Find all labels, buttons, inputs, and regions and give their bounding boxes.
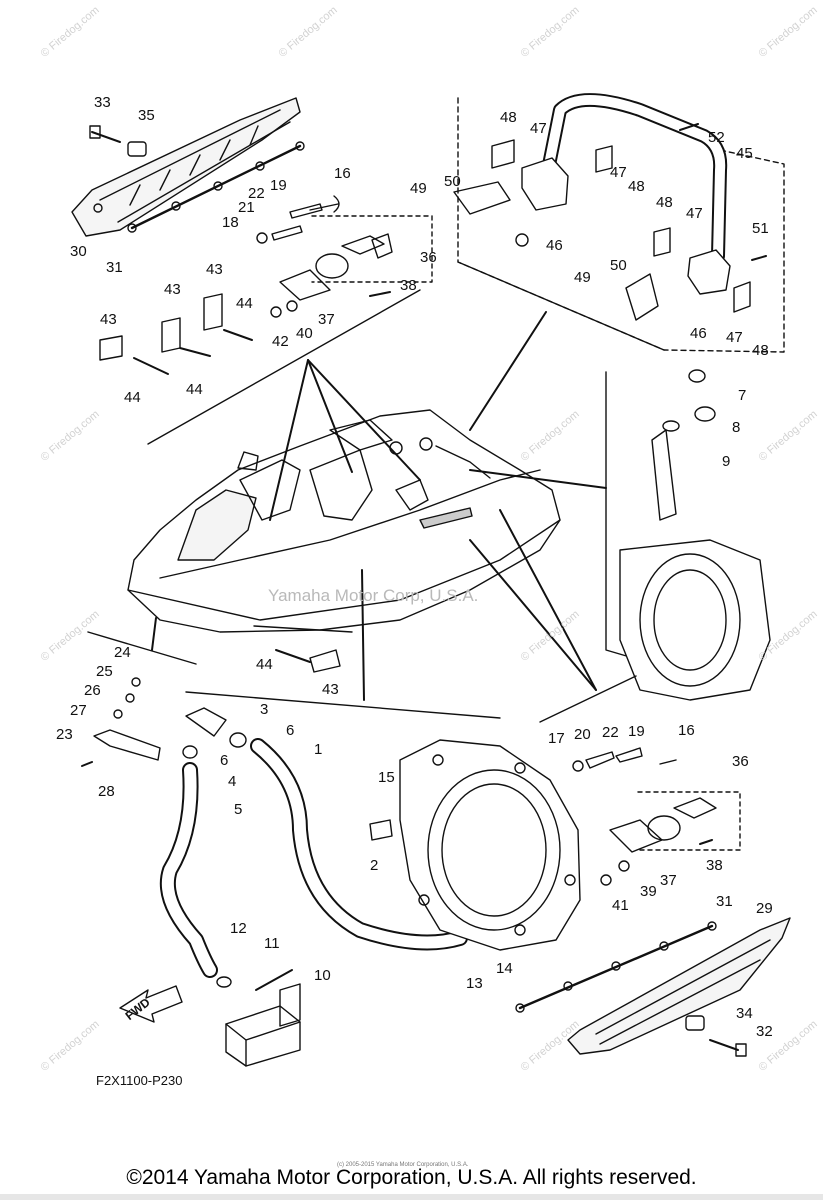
- callout-label: 50: [610, 257, 627, 274]
- callout-label: 1: [314, 741, 323, 758]
- callout-label: 38: [706, 857, 723, 874]
- callout-label: 7: [738, 387, 747, 404]
- callout-label: 6: [220, 752, 229, 769]
- callout-label: 36: [420, 249, 437, 266]
- callout-label: 3: [260, 701, 269, 718]
- bracket-23-28: [81, 677, 161, 767]
- callout-label: 49: [574, 269, 591, 286]
- watermark-center: Yamaha Motor Corp, U.S.A.: [268, 586, 479, 605]
- callout-label: 22: [602, 724, 619, 741]
- filter-box: [216, 969, 301, 1067]
- callout-label: 46: [546, 237, 563, 254]
- tiny-copyright: (c) 2005-2015 Yamaha Motor Corporation, …: [337, 1162, 469, 1168]
- callout-label: 45: [736, 145, 753, 162]
- callout-label: 19: [628, 723, 645, 740]
- callout-label: 20: [574, 726, 591, 743]
- callout-label: 19: [270, 177, 287, 194]
- callout-label: 37: [660, 872, 677, 889]
- callout-label: 44: [236, 295, 253, 312]
- callout-label: 10: [314, 967, 331, 984]
- callout-label: 29: [756, 900, 773, 917]
- callout-label: 33: [94, 94, 111, 111]
- callout-label: 42: [272, 333, 289, 350]
- callout-label: 48: [656, 194, 673, 211]
- callout-label: 37: [318, 311, 335, 328]
- mirror-mount-upper: [256, 195, 433, 318]
- callout-label: 48: [752, 342, 769, 359]
- callout-label: 11: [264, 935, 280, 952]
- callout-label: 16: [334, 165, 351, 182]
- callout-label: 44: [124, 389, 141, 406]
- callout-label: 49: [410, 180, 427, 197]
- callout-label: 51: [752, 220, 769, 237]
- fwd-arrow: [119, 985, 183, 1023]
- callout-label: 31: [106, 259, 123, 276]
- callout-arrows: [151, 311, 607, 701]
- callout-label: 28: [98, 783, 115, 800]
- callout-label: 36: [732, 753, 749, 770]
- callout-label: 47: [610, 164, 627, 181]
- callout-label: 38: [400, 277, 417, 294]
- group-brackets-mid: [87, 625, 637, 723]
- callout-label: 27: [70, 702, 87, 719]
- deck-rail-upper-left: [71, 97, 305, 237]
- group-bracket-upper-right: [457, 261, 665, 351]
- callout-label: 17: [548, 730, 565, 747]
- callout-label: 46: [690, 325, 707, 342]
- callout-label: 50: [444, 173, 461, 190]
- callout-label: 44: [256, 656, 273, 673]
- copyright-notice: ©2014 Yamaha Motor Corporation, U.S.A. A…: [126, 1166, 697, 1189]
- group-bracket-upper-left: [147, 289, 421, 445]
- callout-label: 34: [736, 1005, 753, 1022]
- callout-label: 47: [686, 205, 703, 222]
- brackets-43-44: [99, 293, 253, 375]
- callout-label: 2: [370, 857, 379, 874]
- callout-label: 40: [296, 325, 313, 342]
- callout-label: 22: [248, 185, 265, 202]
- callout-label: 35: [138, 107, 155, 124]
- callout-label: 39: [640, 883, 657, 900]
- pump-housing: [369, 739, 581, 951]
- callout-label: 43: [206, 261, 223, 278]
- callout-label: 8: [732, 419, 741, 436]
- jet-pump: [605, 369, 771, 701]
- callout-label: 24: [114, 644, 131, 661]
- callout-label: 16: [678, 722, 695, 739]
- callout-label: 23: [56, 726, 73, 743]
- callout-label: 12: [230, 920, 247, 937]
- callout-label: 18: [222, 214, 239, 231]
- callout-label: 15: [378, 769, 395, 786]
- callout-label: 52: [708, 129, 725, 146]
- callout-label: 5: [234, 801, 243, 818]
- callout-label: 47: [530, 120, 547, 137]
- callout-label: 43: [322, 681, 339, 698]
- hose-assembly: [159, 707, 468, 978]
- callout-label: 21: [238, 199, 255, 216]
- callout-label: 43: [164, 281, 181, 298]
- callout-label: 41: [612, 897, 629, 914]
- callout-label: 31: [716, 893, 733, 910]
- callout-label: 43: [100, 311, 117, 328]
- deck-rail-lower-right: [515, 917, 791, 1057]
- bottom-strip: [0, 1194, 823, 1200]
- callout-label: 25: [96, 663, 113, 680]
- mirror-mount-lower: [572, 747, 741, 886]
- callout-label: 30: [70, 243, 87, 260]
- callout-label: 47: [726, 329, 743, 346]
- callout-label: 6: [286, 722, 295, 739]
- callout-label: 32: [756, 1023, 773, 1040]
- callout-label: 13: [466, 975, 483, 992]
- reboarding-handle: [453, 93, 785, 353]
- callout-label: 48: [628, 178, 645, 195]
- callout-label: 14: [496, 960, 513, 977]
- callout-label: 26: [84, 682, 101, 699]
- callout-label: 44: [186, 381, 203, 398]
- callout-label: 48: [500, 109, 517, 126]
- callout-label: 4: [228, 773, 237, 790]
- callout-label: 9: [722, 453, 731, 470]
- figure-code: F2X1100-P230: [96, 1073, 183, 1088]
